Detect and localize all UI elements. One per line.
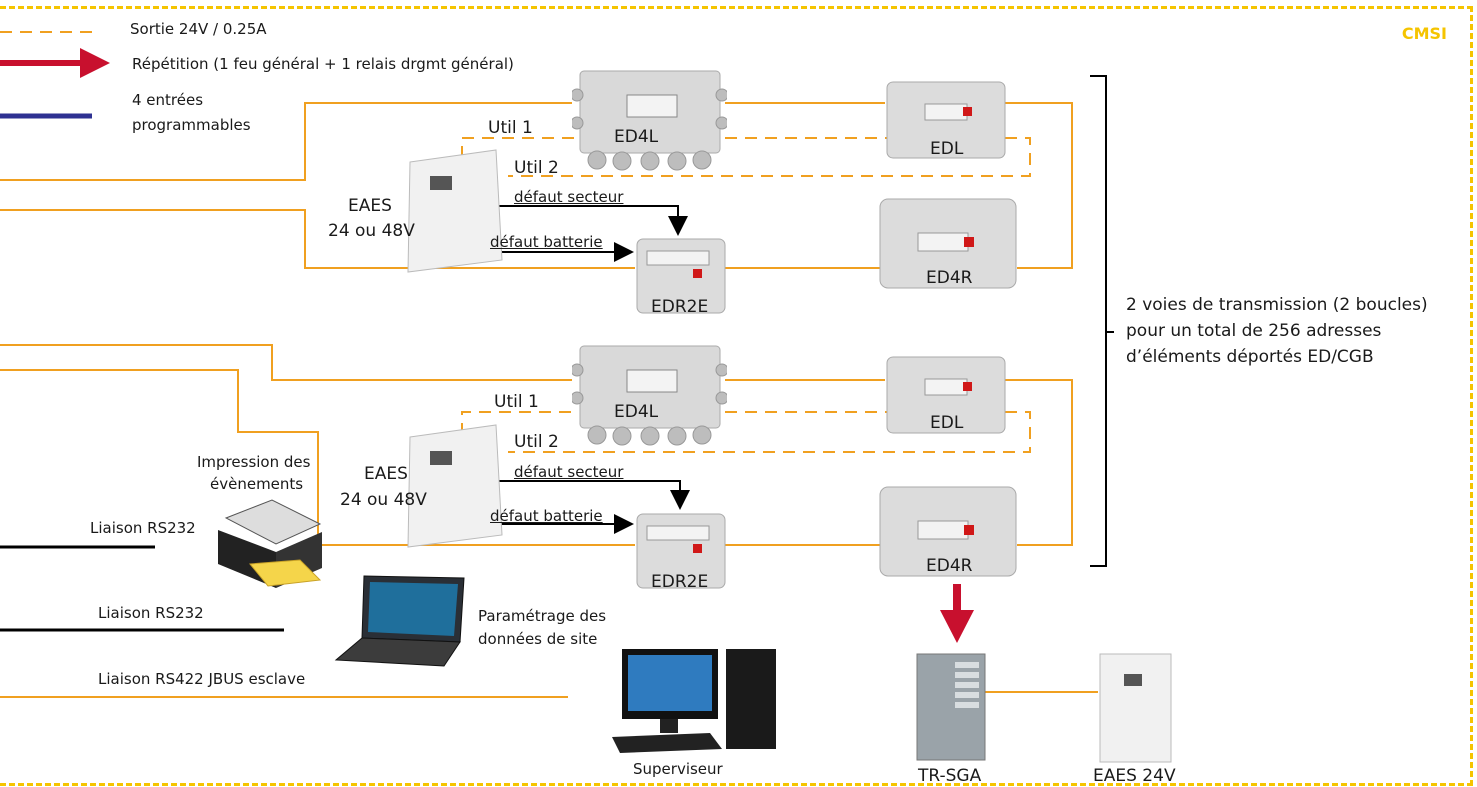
eaes-label-1a: EAES: [348, 196, 392, 216]
util2-label-2: Util 2: [514, 432, 559, 452]
loop1-util-lines: [461, 137, 1031, 178]
ed4l-label-1: ED4L: [614, 127, 659, 147]
cmsi-label: CMSI: [1401, 24, 1447, 43]
ed4r-label-1: ED4R: [926, 268, 973, 288]
edl-box-2: [886, 356, 1006, 434]
defaut-batterie-label-2: défaut batterie: [490, 507, 603, 525]
trsga-label: TR-SGA: [918, 766, 982, 786]
eaes-24v-image: [1099, 653, 1172, 763]
ed4l-box-1: [572, 70, 727, 171]
eaes-label-2a: EAES: [364, 464, 408, 484]
legend-text-inputs-2: programmables: [132, 116, 251, 134]
bracket-text-3: d’éléments déportés ED/CGB: [1126, 347, 1374, 367]
loop2-util-lines: [461, 411, 1031, 455]
bracket-text-2: pour un total de 256 adresses: [1126, 321, 1382, 341]
edr2e-label-2: EDR2E: [651, 572, 709, 592]
edl-box-1: [886, 81, 1006, 159]
printer-label-2: évènements: [210, 475, 304, 493]
defaut-secteur-label-2: défaut secteur: [514, 463, 624, 481]
edr2e-label-1: EDR2E: [651, 297, 709, 317]
loop2-lines: [0, 344, 1073, 546]
supervisor-label: Superviseur: [633, 760, 723, 778]
edl-label-1: EDL: [930, 139, 964, 159]
ed4l-label-2: ED4L: [614, 402, 659, 422]
edl-label-2: EDL: [930, 413, 964, 433]
laptop-link-label: Liaison RS232: [98, 604, 204, 622]
eaes-label-2b: 24 ou 48V: [340, 490, 427, 510]
laptop-label-1: Paramétrage des: [478, 607, 607, 625]
util2-label-1: Util 2: [514, 158, 559, 178]
eaes-label-1b: 24 ou 48V: [328, 221, 415, 241]
repetition-arrowhead: [940, 610, 974, 643]
edr2e-box-1: [636, 238, 726, 314]
laptop-label-2: données de site: [478, 630, 598, 648]
defaut-secteur-label-1: défaut secteur: [514, 188, 624, 206]
bracket-text-1: 2 voies de transmission (2 boucles): [1126, 295, 1428, 315]
legend-text-repetition: Répétition (1 feu général + 1 relais drg…: [132, 55, 514, 73]
printer-label-1: Impression des: [197, 453, 311, 471]
eaes-24v-label: EAES 24V: [1093, 766, 1176, 786]
bracket: [1090, 75, 1114, 567]
util1-label-2: Util 1: [494, 392, 539, 412]
eaes-box-1: [407, 149, 503, 273]
edr2e-box-2: [636, 513, 726, 589]
defaut-batterie-label-1: défaut batterie: [490, 233, 603, 251]
ed4l-box-2: [572, 345, 727, 446]
legend-text-inputs-1: 4 entrées: [132, 91, 204, 109]
util1-label-1: Util 1: [488, 118, 533, 138]
trsga-image: [916, 653, 986, 761]
ed4r-box-1: [879, 198, 1017, 289]
printer-link-label: Liaison RS232: [90, 519, 196, 537]
cmsi-frame: [0, 6, 1473, 786]
supervisor-image: [612, 649, 776, 753]
printer-image: [218, 499, 322, 588]
eaes-box-2: [407, 424, 503, 548]
ed4r-box-2: [879, 486, 1017, 577]
supervisor-link-label: Liaison RS422 JBUS esclave: [98, 670, 306, 688]
laptop-image: [334, 575, 465, 667]
ed4r-label-2: ED4R: [926, 556, 973, 576]
loop1-lines: [0, 102, 1073, 269]
legend-text-output: Sortie 24V / 0.25A: [130, 20, 267, 38]
legend-red-arrowhead: [80, 48, 110, 78]
